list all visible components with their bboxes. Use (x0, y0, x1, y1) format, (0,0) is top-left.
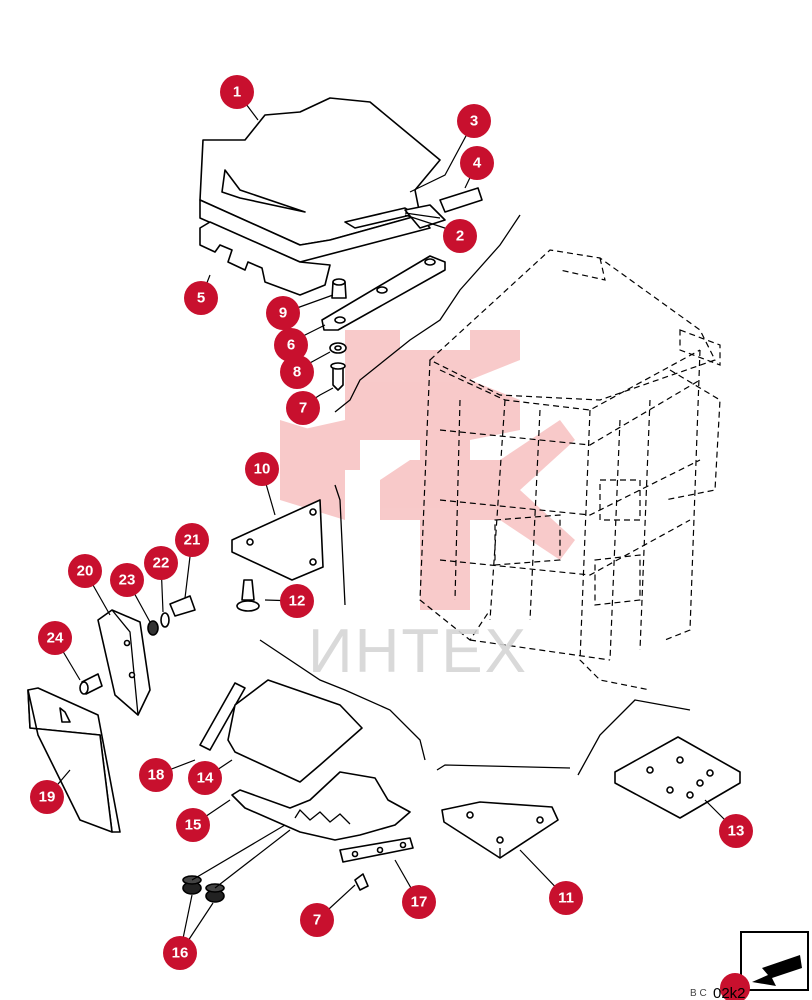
svg-text:2: 2 (456, 228, 464, 245)
part-15-floor-mat (231, 771, 411, 841)
part-7-screw-lower (354, 873, 369, 891)
svg-text:21: 21 (184, 532, 201, 549)
svg-text:3: 3 (470, 113, 478, 130)
part-18-strip (199, 682, 246, 751)
svg-text:11: 11 (558, 890, 574, 907)
svg-text:B C: B C (690, 988, 707, 999)
svg-text:19: 19 (39, 789, 56, 806)
part-21-bolt (169, 595, 196, 617)
part-10-corner-plate (231, 499, 324, 581)
part-7-screw-upper (330, 362, 346, 391)
callout-13[interactable]: 13 (719, 814, 753, 848)
callout-12[interactable]: 12 (280, 584, 314, 618)
part-9-spacer (331, 278, 347, 299)
part-12-self-tapping-screw (236, 579, 260, 612)
callout-7-upper[interactable]: 7 (286, 391, 320, 425)
svg-text:22: 22 (153, 555, 170, 572)
part-20-bracket (97, 609, 151, 716)
svg-text:8: 8 (293, 364, 301, 381)
svg-text:7: 7 (313, 912, 321, 929)
svg-text:7: 7 (299, 400, 307, 417)
part-1-roof-panel (199, 97, 441, 263)
svg-text:9: 9 (279, 305, 287, 322)
callout-15[interactable]: 15 (176, 808, 210, 842)
callout-22[interactable]: 22 (144, 546, 178, 580)
svg-text:17: 17 (411, 894, 428, 911)
next-page-arrow-icon[interactable] (740, 931, 809, 991)
svg-text:1: 1 (233, 84, 241, 101)
callout-11[interactable]: 11 (549, 881, 583, 915)
part-8-washer (329, 342, 347, 354)
part-5-lower-plate (199, 221, 331, 296)
svg-text:4: 4 (473, 155, 482, 172)
callout-3[interactable]: 3 (457, 104, 491, 138)
svg-text:14: 14 (197, 770, 214, 787)
callouts: 1 2 3 4 5 6 7 7 8 9 10 11 12 13 14 15 16… (30, 75, 753, 970)
part-16-grommets (182, 875, 225, 903)
svg-text:16: 16 (172, 945, 189, 962)
part-22-washer (160, 612, 170, 628)
svg-text:02k2: 02k2 (713, 985, 746, 1000)
callout-20[interactable]: 20 (68, 554, 102, 588)
part-13-mounting-plate (614, 736, 741, 819)
callout-21[interactable]: 21 (175, 523, 209, 557)
svg-text:18: 18 (148, 767, 165, 784)
callout-7-lower[interactable]: 7 (300, 903, 334, 937)
callout-5[interactable]: 5 (184, 281, 218, 315)
cab-frame (419, 249, 721, 691)
part-6-bracket-bar (321, 255, 446, 331)
part-17-small-bar (339, 837, 414, 863)
svg-text:5: 5 (197, 290, 205, 307)
callout-6[interactable]: 6 (274, 328, 308, 362)
callout-4[interactable]: 4 (460, 146, 494, 180)
svg-text:13: 13 (728, 823, 745, 840)
watermark-text: ИНТЕХ (308, 617, 528, 686)
context-outline (259, 214, 691, 776)
reference-code: B C 02k2 (690, 973, 750, 1000)
callout-23[interactable]: 23 (110, 563, 144, 597)
callout-24[interactable]: 24 (38, 621, 72, 655)
svg-text:23: 23 (119, 572, 136, 589)
part-23-nut (147, 620, 159, 636)
part-2-3-seal (404, 204, 446, 229)
callout-9[interactable]: 9 (266, 296, 300, 330)
watermark-logo (280, 330, 575, 610)
svg-text:15: 15 (185, 817, 202, 834)
svg-text:6: 6 (287, 337, 295, 354)
callout-8[interactable]: 8 (280, 355, 314, 389)
callout-10[interactable]: 10 (245, 452, 279, 486)
svg-text:12: 12 (289, 593, 306, 610)
callout-14[interactable]: 14 (188, 761, 222, 795)
svg-text:20: 20 (77, 563, 94, 580)
part-4-strip (439, 187, 483, 213)
part-14-floor-plate (227, 679, 363, 783)
part-11-corner-plate (441, 801, 559, 859)
part-24-pin (79, 673, 103, 695)
svg-text:24: 24 (47, 630, 64, 647)
callout-19[interactable]: 19 (30, 780, 64, 814)
callout-16[interactable]: 16 (163, 936, 197, 970)
callout-18[interactable]: 18 (139, 758, 173, 792)
callout-1[interactable]: 1 (220, 75, 254, 109)
part-19-side-panel (27, 687, 121, 833)
svg-text:10: 10 (254, 461, 271, 478)
callout-2[interactable]: 2 (443, 219, 477, 253)
callout-17[interactable]: 17 (402, 885, 436, 919)
